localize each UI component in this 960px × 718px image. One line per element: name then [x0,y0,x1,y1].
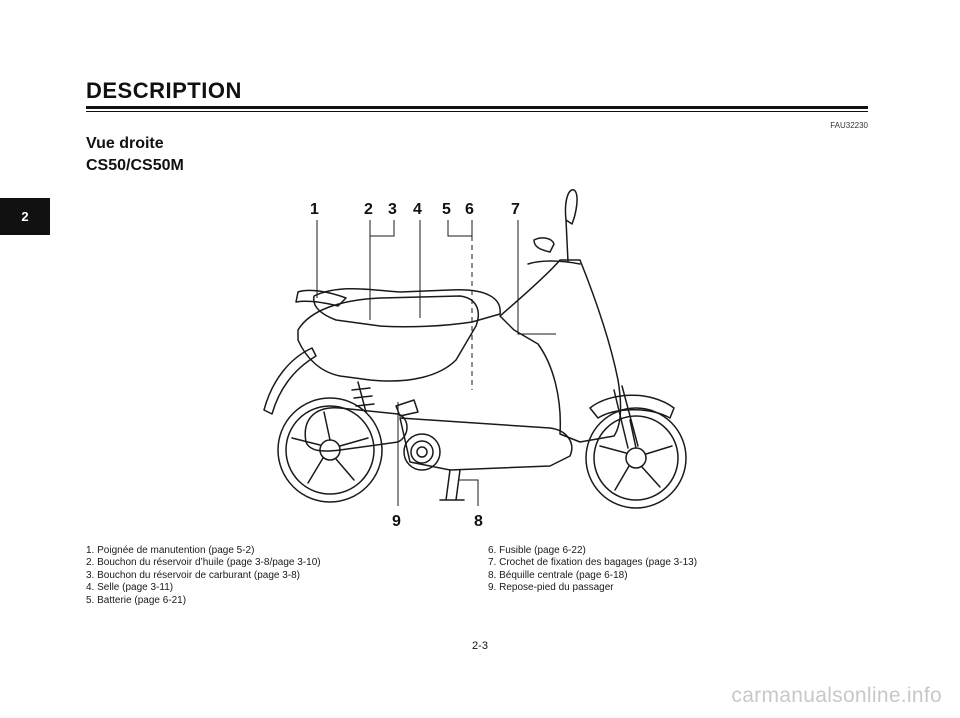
legend-right-column: 6. Fusible (page 6-22) 7. Crochet de fix… [488,545,697,595]
rear-fender [263,347,317,415]
page-subtitle: Vue droite CS50/CS50M [86,133,184,177]
mirror [564,189,578,263]
reference-code: FAU32230 [830,121,868,130]
subtitle-view: Vue droite [86,135,164,152]
callout-1: 1 [310,201,319,218]
rear-shock [351,381,375,413]
callout-2: 2 [364,201,373,218]
chapter-tab[interactable]: 2 [0,198,50,235]
legend-item-2: 2. Bouchon du réservoir d’huile (page 3-… [86,557,321,569]
engine-cover [403,433,441,471]
callout-8: 8 [474,513,483,530]
page-number: 2-3 [472,640,488,652]
legend-item-3: 3. Bouchon du réservoir de carburant (pa… [86,569,301,581]
callout-5: 5 [442,201,451,218]
legend-item-4: 4. Selle (page 3-11) [86,582,174,594]
section-title: DESCRIPTION [86,78,242,103]
handle-grip [295,289,347,307]
rear-wheel [277,397,383,503]
passenger-footrest [395,399,419,417]
callout-7: 7 [511,201,520,218]
front-fork [613,385,639,449]
legend-item-1: 1. Poignée de manutention (page 5-2) [86,545,255,556]
callout-4: 4 [413,201,422,218]
legend-item-8: 8. Béquille centrale (page 6-18) [488,569,628,581]
subtitle-model: CS50/CS50M [86,157,184,174]
legend-item-5: 5. Batterie (page 6-21) [86,594,187,606]
handlebar [527,260,581,265]
center-stand [439,469,465,501]
muffler [304,407,408,452]
legend-left-column: 1. Poignée de manutention (page 5-2) 2. … [86,545,321,607]
scooter-illustration: 1 2 3 4 5 6 7 8 9 [263,189,687,530]
legend-item-7: 7. Crochet de fixation des bagages (page… [488,557,698,569]
front-body [499,259,622,443]
title-rule [86,106,868,112]
watermark: carmanualsonline.info [731,684,942,707]
legend-item-9: 9. Repose-pied du passager [488,582,614,594]
floorboard [399,417,573,471]
callout-9: 9 [392,513,401,530]
callout-6: 6 [465,201,474,218]
rear-body [297,295,480,382]
seat [312,288,501,328]
front-fender [589,394,675,419]
front-wheel [585,407,687,509]
legend-item-6: 6. Fusible (page 6-22) [488,545,586,556]
callout-3: 3 [388,201,397,218]
